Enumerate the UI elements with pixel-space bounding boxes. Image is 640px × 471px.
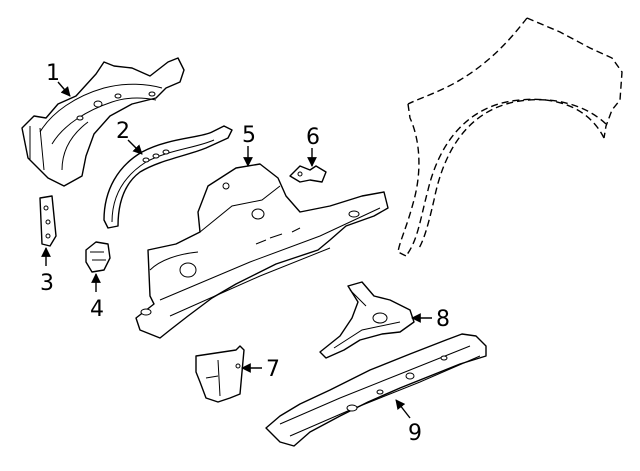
callout-4: 4 (90, 297, 104, 322)
callout-labels: 1 2 3 4 5 6 7 8 9 (40, 61, 450, 446)
callout-6: 6 (306, 125, 320, 150)
callout-7: 7 (266, 357, 280, 382)
part-9-lower-rail (265, 333, 487, 447)
part-7-reinforcement (195, 345, 245, 403)
part-3-bracket (39, 195, 57, 247)
callout-9: 9 (408, 421, 422, 446)
callout-3: 3 (40, 271, 54, 296)
leader-1 (57, 81, 71, 97)
part-5-frame-rail (135, 163, 389, 339)
part-2-wheelhouse-arch (103, 125, 233, 229)
part-8-support (319, 281, 415, 359)
callout-5: 5 (242, 123, 256, 148)
leader-9 (395, 399, 411, 419)
callout-2: 2 (116, 119, 130, 144)
callout-8: 8 (436, 307, 450, 332)
part-1-wheelhouse-inner (21, 57, 185, 187)
part-6-clip (289, 165, 327, 183)
fender-outline (397, 17, 623, 257)
callout-1: 1 (46, 61, 60, 86)
leader-lines (41, 81, 432, 419)
part-4-block (85, 241, 111, 273)
leader-2 (127, 139, 143, 155)
